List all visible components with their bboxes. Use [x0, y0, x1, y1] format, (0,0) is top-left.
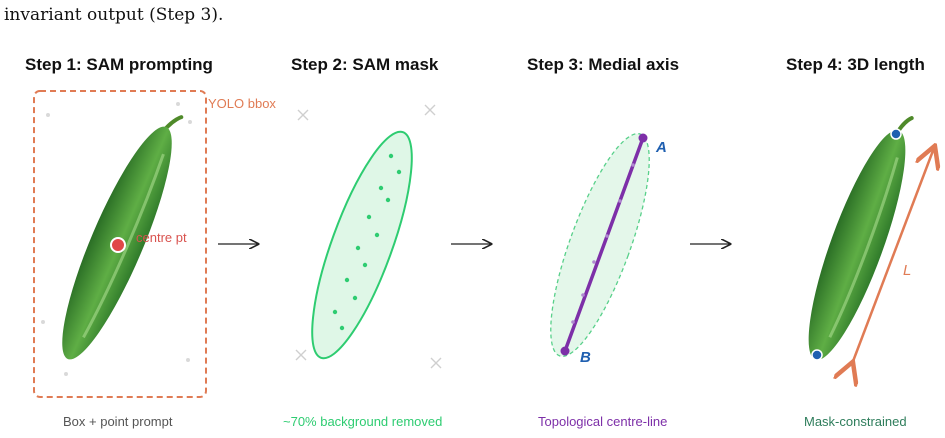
step2-subtitle: ~70% background removed [283, 414, 443, 429]
cucumber [808, 116, 914, 360]
step4-subtitle: Mask-constrained [804, 414, 907, 429]
axis-samples [571, 163, 635, 324]
step3-panel: A B [550, 132, 667, 366]
length-arrow [852, 148, 934, 364]
step3-title: Step 3: Medial axis [527, 55, 680, 74]
endpoint-bottom-marker [811, 349, 823, 361]
background-x-marks [295, 104, 442, 369]
background-dot [188, 120, 192, 124]
step1-title: Step 1: SAM prompting [25, 55, 213, 74]
endpoint-top-marker [890, 128, 902, 140]
background-dot [186, 358, 190, 362]
length-label: L [903, 262, 911, 279]
background-dot [176, 102, 180, 106]
mask-outline [550, 132, 650, 358]
sam-mask [311, 130, 413, 360]
centre-point-marker [110, 237, 126, 253]
endpoint-a-marker [638, 133, 648, 143]
endpoint-a-label: A [655, 139, 667, 156]
centre-point-label: centre pt [136, 230, 187, 245]
figure-caption-fragment: invariant output (Step 3). [4, 5, 224, 25]
step1-panel: YOLO bbox centre pt [33, 90, 276, 398]
endpoint-b-label: B [580, 349, 591, 366]
yolo-bbox [33, 90, 207, 398]
yolo-bbox-label: YOLO bbox [208, 96, 276, 111]
background-dot [46, 113, 50, 117]
step4-panel: L [808, 116, 934, 368]
medial-axis [563, 136, 645, 353]
step4-title: Step 4: 3D length [786, 55, 925, 74]
endpoint-b-marker [560, 346, 570, 356]
mask-points [332, 153, 402, 331]
step3-subtitle: Topological centre-line [538, 414, 668, 429]
background-dot [64, 372, 68, 376]
step2-title: Step 2: SAM mask [291, 55, 439, 74]
background-dot [41, 320, 45, 324]
step2-panel [295, 104, 442, 369]
step1-subtitle: Box + point prompt [63, 414, 173, 429]
